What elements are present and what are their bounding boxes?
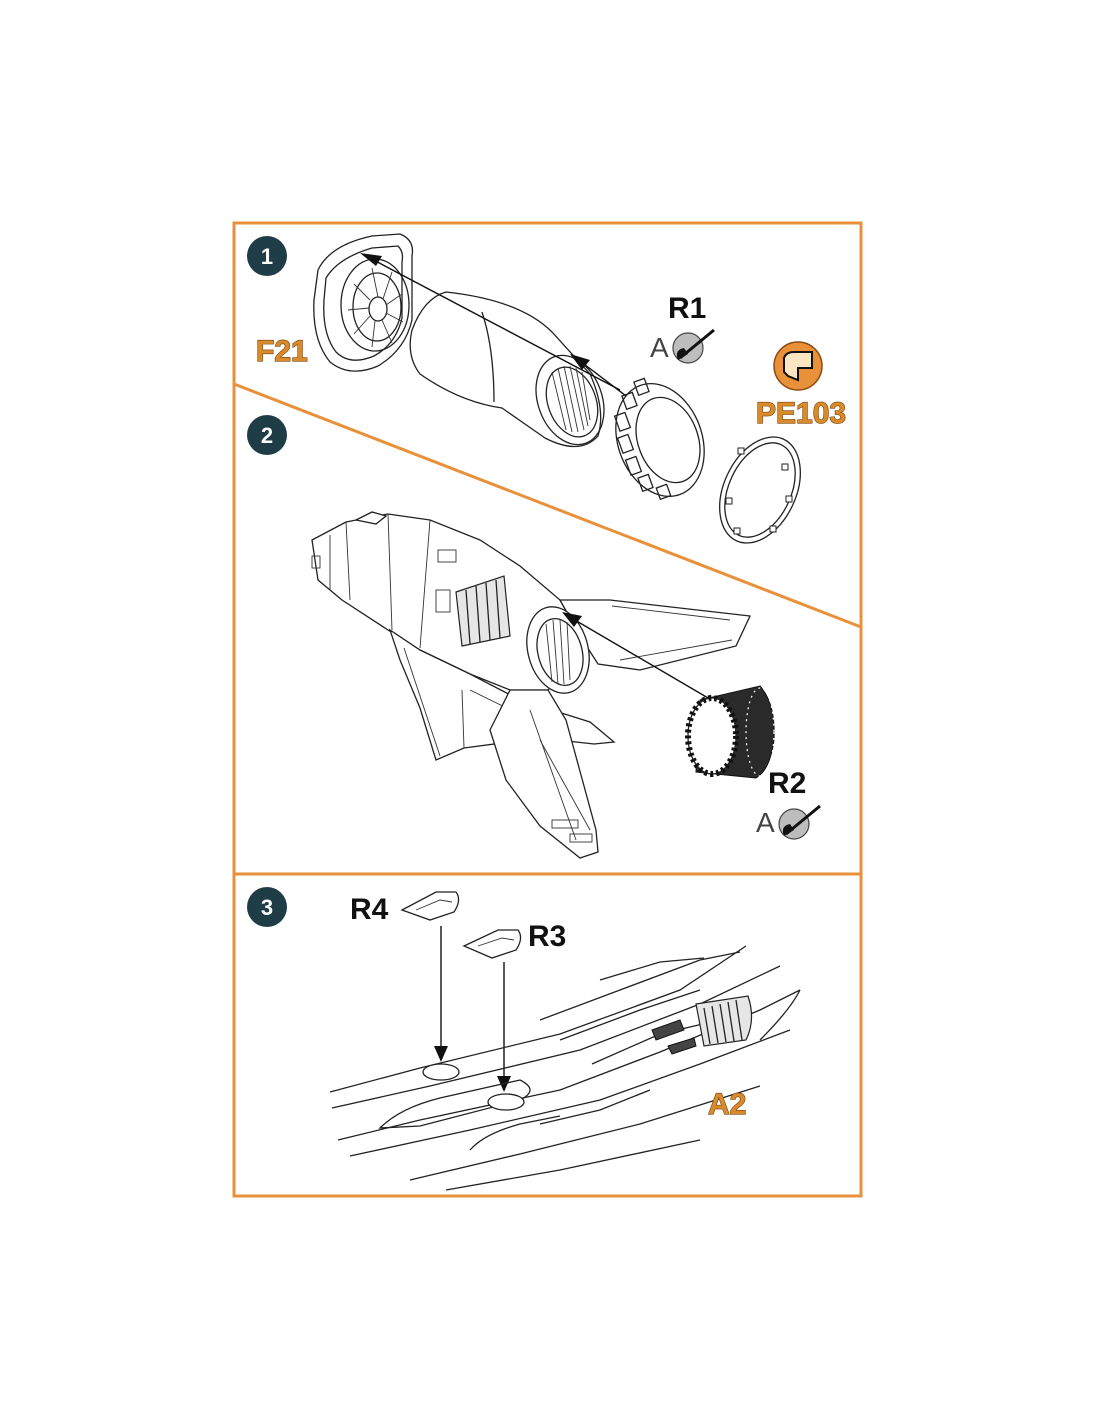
svg-text:1: 1 (261, 244, 273, 269)
divider-step1-step2 (233, 382, 862, 629)
label-f21: F21 (256, 335, 308, 368)
label-r2: R2 (768, 767, 806, 800)
label-r3: R3 (528, 920, 566, 953)
photo-etch-icon (773, 341, 823, 391)
aircraft-rear-fuselage (311, 511, 751, 859)
paint-brush-icon (672, 328, 715, 364)
assembly-arrow-r2 (562, 612, 733, 713)
step-1-badge: 1 (247, 236, 287, 276)
label-r1: R1 (668, 292, 706, 325)
assembly-arrow-r4 (434, 926, 448, 1062)
svg-text:3: 3 (261, 895, 273, 920)
paint-code-r1: A (650, 332, 669, 363)
part-r3 (462, 929, 522, 959)
part-a2-lower-fuselage (329, 945, 801, 1191)
paint-brush-icon (778, 804, 821, 840)
part-r4 (400, 891, 460, 921)
paint-code-r2: A (756, 807, 775, 838)
assembly-arrow-r3 (497, 962, 511, 1092)
step-2-badge: 2 (247, 415, 287, 455)
part-r1-nozzle-ring (613, 377, 705, 501)
instruction-frame (232, 221, 863, 1198)
part-r2-nozzle-ring (685, 685, 775, 779)
label-r4: R4 (350, 893, 389, 926)
label-pe103: PE103 (756, 397, 846, 430)
part-pe103-ring (719, 436, 801, 544)
svg-text:2: 2 (261, 423, 273, 448)
step-3-badge: 3 (247, 887, 287, 927)
part-exhaust-duct (409, 291, 605, 448)
label-a2: A2 (708, 1088, 746, 1121)
assembly-arrow-f21 (360, 253, 621, 391)
